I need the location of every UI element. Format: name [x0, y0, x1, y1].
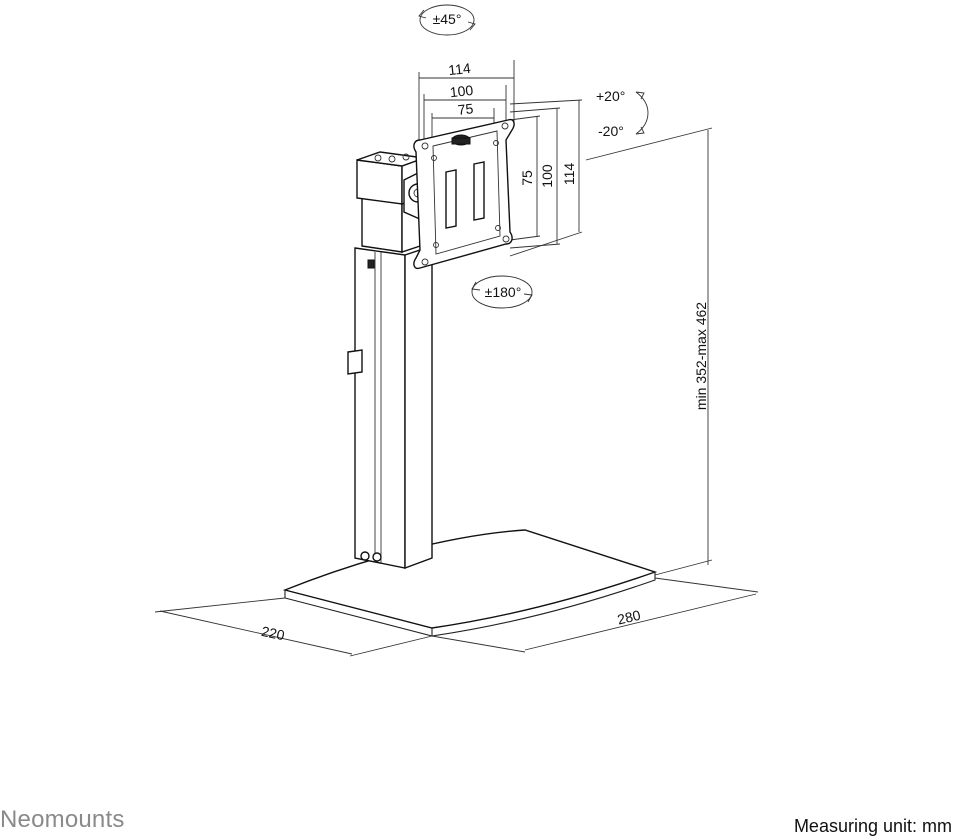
- vesa-plate: [413, 118, 515, 270]
- vesa-width-114-label: 114: [448, 60, 472, 78]
- vesa-width-75-label: 75: [457, 100, 474, 118]
- base-plate: [282, 529, 658, 637]
- vesa-hole-tl: [421, 142, 429, 150]
- vesa-vertical-dimensions: 75 100 114: [509, 99, 583, 257]
- vesa-hole-bl: [421, 258, 429, 266]
- tilt-down-label: -20°: [598, 123, 624, 139]
- height-dimension: min 352-max 462: [585, 127, 713, 576]
- swivel-indicator: ±45°: [418, 4, 476, 36]
- vesa-width-100-label: 100: [449, 82, 474, 100]
- vesa-hole-tr: [501, 122, 509, 130]
- vesa-height-75-label: 75: [519, 170, 535, 186]
- screw-left: [360, 551, 370, 561]
- column: [347, 151, 433, 570]
- rotation-indicator: ±180°: [471, 275, 533, 309]
- cable-clip: [347, 349, 363, 375]
- rotation-label: ±180°: [485, 284, 522, 300]
- vesa-height-114-label: 114: [561, 163, 577, 186]
- base-depth-label: 220: [260, 623, 286, 644]
- screw-right: [372, 552, 382, 562]
- swivel-label: ±45°: [433, 11, 462, 27]
- height-label: min 352-max 462: [693, 302, 709, 410]
- vesa-hole-br: [502, 235, 510, 243]
- tilt-up-label: +20°: [596, 88, 625, 104]
- vesa-horizontal-dimensions: 114 100 75: [418, 60, 515, 140]
- brand-logo: Neomounts: [0, 806, 125, 833]
- label-sticker: [367, 259, 375, 269]
- tilt-indicator: +20° -20°: [596, 88, 649, 139]
- base-dimensions: 220 280: [154, 577, 759, 657]
- vesa-height-100-label: 100: [539, 164, 555, 188]
- measuring-unit: Measuring unit: mm: [793, 816, 952, 836]
- base-width-label: 280: [616, 607, 643, 628]
